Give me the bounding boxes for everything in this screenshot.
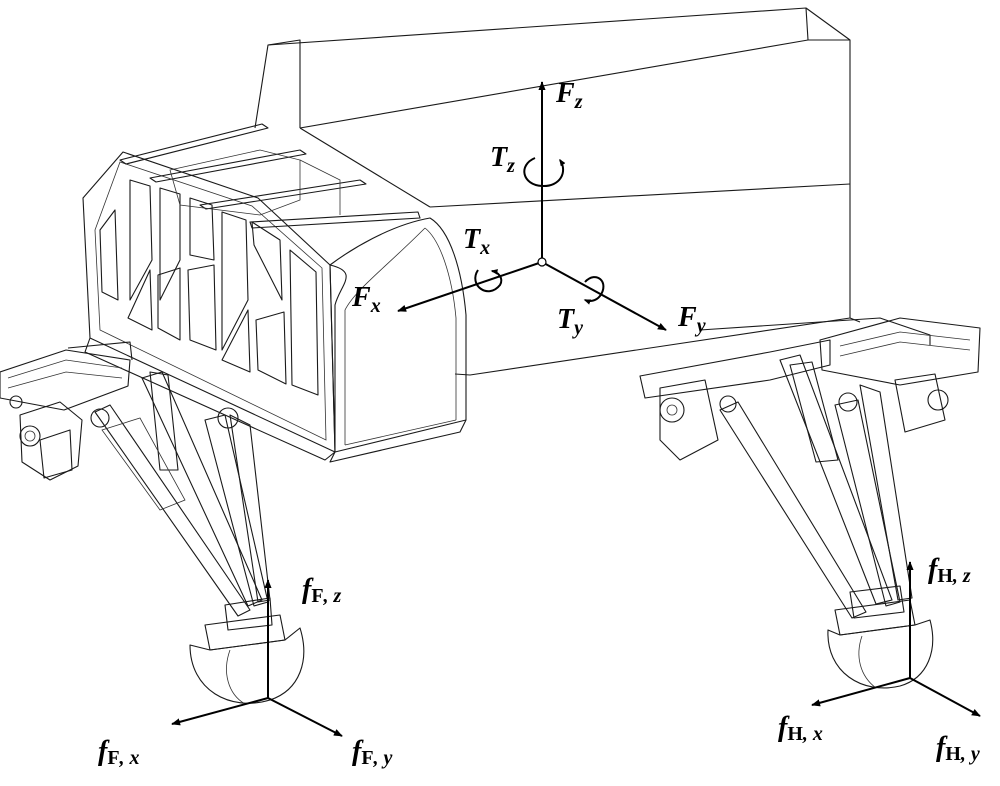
hind-leg	[639, 317, 981, 689]
label-f-front-x: fF, x	[98, 736, 140, 769]
ffx-axis-arrow	[171, 697, 269, 726]
robot-body	[82, 7, 861, 463]
front-foot-axes	[171, 579, 343, 737]
label-f-hind-z: fH, z	[928, 554, 971, 587]
label-f-front-y: fF, y	[352, 736, 393, 769]
label-f-hind-y: fH, y	[936, 732, 980, 765]
tz-rotation-arrow	[523, 157, 566, 188]
label-f-front-z: fF, z	[302, 574, 342, 607]
label-f-hind-x: fH, x	[778, 712, 823, 745]
label-tz: Tz	[490, 142, 515, 177]
label-tx: Tx	[463, 224, 490, 259]
front-leg	[0, 341, 305, 705]
body-axes	[397, 81, 667, 331]
fy-axis-arrow	[541, 261, 667, 331]
label-fx: Fx	[351, 282, 381, 317]
axis-labels: Fz Tz Tx Fx Ty Fy fF, z fF, x fF, y fH, …	[98, 78, 980, 769]
fhy-axis-arrow	[909, 677, 981, 717]
ffy-axis-arrow	[267, 697, 343, 737]
fx-axis-arrow	[397, 261, 543, 312]
body-origin-marker	[537, 257, 547, 267]
fhx-axis-arrow	[811, 677, 911, 707]
label-fz: Fz	[555, 78, 583, 113]
hind-foot-axes	[811, 561, 981, 717]
label-ty: Ty	[557, 304, 583, 339]
ty-rotation-arrow	[583, 276, 605, 305]
label-fy: Fy	[677, 302, 706, 337]
tx-rotation-arrow	[474, 269, 503, 293]
